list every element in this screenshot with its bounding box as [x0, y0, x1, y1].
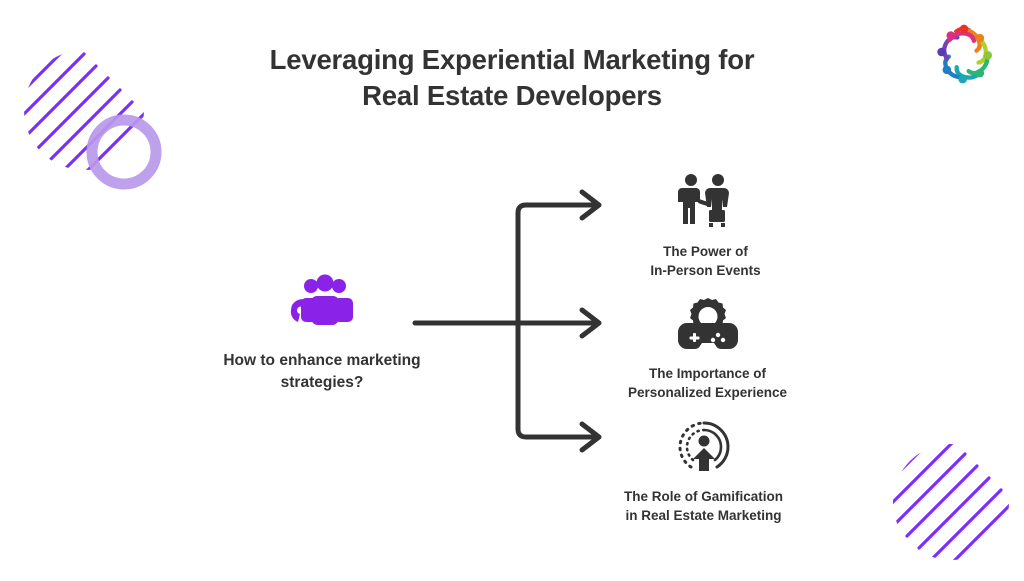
- handshake-people-icon: [613, 172, 798, 230]
- root-label-line-1: How to enhance: [223, 352, 343, 369]
- connector-branch-up: [515, 202, 601, 326]
- branch-3-label-line-1: The Role of Gamification: [623, 489, 783, 504]
- light-purple-ring: [86, 114, 162, 190]
- page-title: Leveraging Experiential Marketing for Re…: [162, 42, 862, 114]
- branch-1-label-line-1: The Power of: [663, 244, 748, 259]
- diagram-root-label: How to enhance marketing strategies?: [196, 350, 448, 394]
- arrowhead-middle: [579, 307, 602, 339]
- root-label-line-2: marketing strategies?: [280, 352, 421, 391]
- branch-1-label-line-2: In-Person Events: [650, 263, 761, 278]
- branch-3-label: The Role of Gamification in Real Estate …: [597, 487, 810, 525]
- diagram-branch-in-person-events: The Power of In-Person Events: [613, 172, 798, 280]
- branch-2-label-line-1: The Importance of: [648, 366, 766, 381]
- arrowhead-top: [579, 189, 602, 221]
- branch-2-label-line-2: Personalized Experience: [627, 385, 788, 400]
- gamepad-gear-icon: [600, 294, 815, 352]
- logo-nodes: [937, 24, 993, 84]
- page-title-line-1: Leveraging Experiential Marketing for: [269, 44, 755, 75]
- page-title-line-2: Real Estate Developers: [362, 80, 662, 111]
- person-in-circle-engagement-icon: [597, 417, 810, 475]
- decoration-bottom-right: [893, 440, 1024, 576]
- hatch-lines: [893, 444, 1009, 560]
- hatch-lines: [24, 50, 144, 170]
- branch-1-label: The Power of In-Person Events: [613, 242, 798, 280]
- diagram-branch-gamification: The Role of Gamification in Real Estate …: [597, 417, 810, 525]
- branch-3-label-line-2: in Real Estate Marketing: [625, 508, 782, 523]
- connector-arrows: [400, 180, 630, 460]
- company-logo[interactable]: [931, 21, 997, 87]
- people-magnet-icon: [196, 272, 448, 334]
- arrowhead-bottom: [579, 421, 602, 453]
- magnet-glyph: [290, 299, 314, 322]
- connector-branch-down: [515, 320, 601, 440]
- branch-2-label: The Importance of Personalized Experienc…: [600, 364, 815, 402]
- decoration-top-left: [18, 48, 178, 208]
- diagram-branch-personalized-experience: The Importance of Personalized Experienc…: [600, 294, 815, 402]
- diagram-root-node: How to enhance marketing strategies?: [196, 272, 448, 394]
